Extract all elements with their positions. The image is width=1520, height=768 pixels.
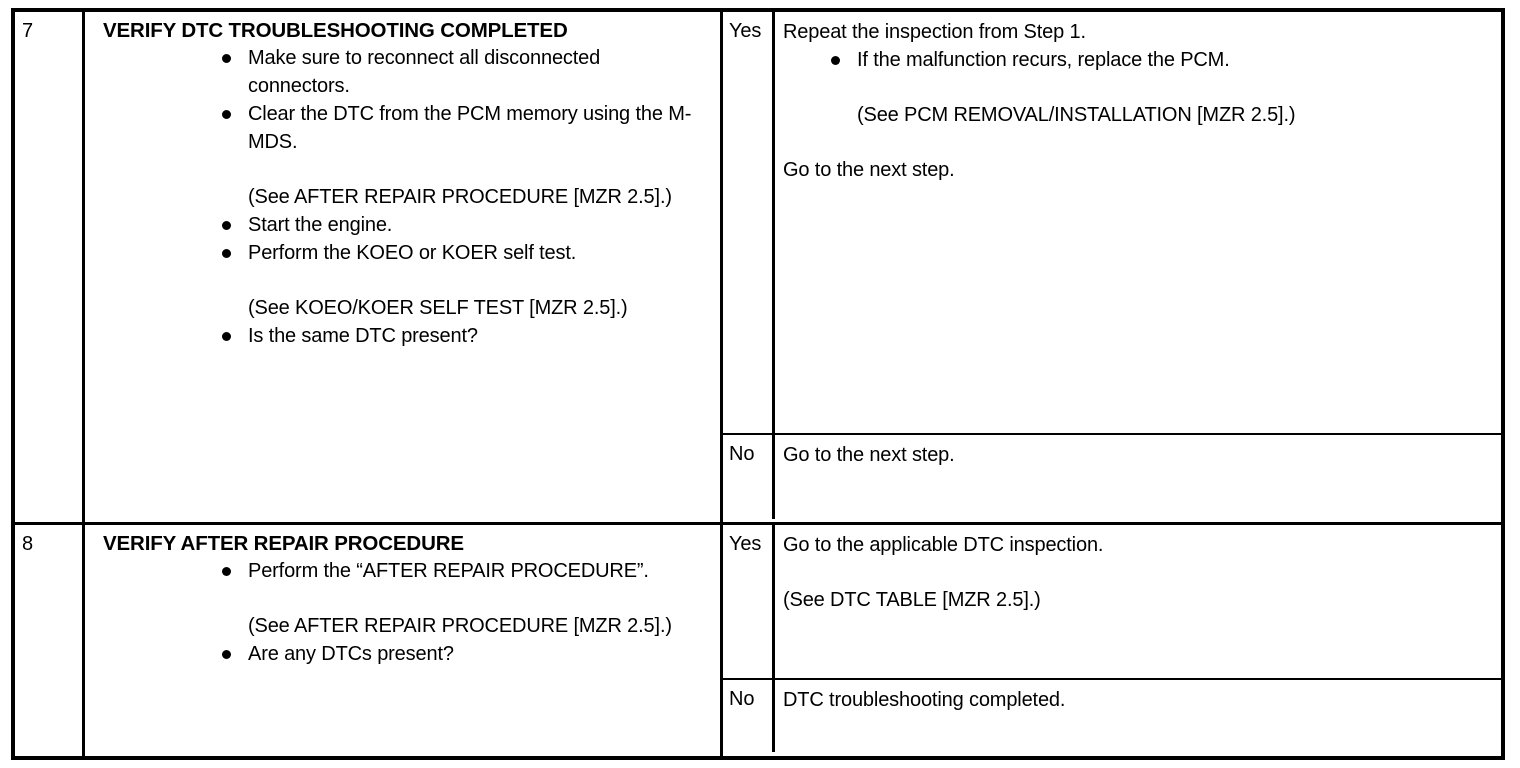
result-no-block: No Go to the next step. — [723, 435, 1501, 519]
reference-note: (See AFTER REPAIR PROCEDURE [MZR 2.5].) — [248, 615, 672, 637]
reference-note: (See DTC TABLE [MZR 2.5].) — [783, 589, 1041, 611]
answer-label-cell: No — [723, 680, 775, 752]
bullet-dot-icon — [222, 249, 231, 258]
step-number-cell: 8 — [15, 525, 85, 756]
answer-label-cell: Yes — [723, 12, 775, 433]
list-item-text: Are any DTCs present? — [248, 643, 454, 665]
bullet-dot-icon — [222, 221, 231, 230]
list-item: Make sure to reconnect all disconnected … — [91, 44, 706, 100]
bullet-dot-icon — [222, 110, 231, 119]
list-item-text: Clear the DTC from the PCM memory using … — [248, 103, 692, 153]
answer-label: No — [729, 443, 755, 465]
list-item: Start the engine. — [91, 211, 706, 239]
troubleshooting-table: 7 VERIFY DTC TROUBLESHOOTING COMPLETED M… — [11, 8, 1505, 760]
answer-label: Yes — [729, 533, 762, 555]
result-no-block: No DTC troubleshooting completed. — [723, 680, 1501, 752]
bullet-dot-icon — [222, 332, 231, 341]
step-number-cell: 7 — [15, 12, 85, 522]
results-cell: Yes Repeat the inspection from Step 1. I… — [723, 12, 1501, 522]
step-number: 7 — [22, 20, 34, 42]
list-item: If the malfunction recurs, replace the P… — [783, 46, 1491, 74]
table-row: 8 VERIFY AFTER REPAIR PROCEDURE Perform … — [15, 525, 1501, 756]
reference-note: (See PCM REMOVAL/INSTALLATION [MZR 2.5].… — [857, 104, 1296, 126]
answer-description-cell: Go to the next step. — [775, 435, 1501, 519]
step-number: 8 — [22, 533, 34, 555]
answer-text: Repeat the inspection from Step 1. — [783, 21, 1086, 43]
answer-description-cell: DTC troubleshooting completed. — [775, 680, 1501, 752]
bullet-dot-icon — [222, 650, 231, 659]
list-item-text: If the malfunction recurs, replace the P… — [857, 49, 1230, 71]
bullet-dot-icon — [222, 567, 231, 576]
list-item-text: Is the same DTC present? — [248, 325, 478, 347]
list-item: Is the same DTC present? — [91, 322, 706, 350]
bullet-dot-icon — [831, 56, 840, 65]
bullet-dot-icon — [222, 54, 231, 63]
action-cell: VERIFY DTC TROUBLESHOOTING COMPLETED Mak… — [85, 12, 723, 522]
action-cell: VERIFY AFTER REPAIR PROCEDURE Perform th… — [85, 525, 723, 756]
list-item-text: Start the engine. — [248, 214, 393, 236]
action-title: VERIFY AFTER REPAIR PROCEDURE — [103, 532, 464, 555]
reference-note: (See KOEO/KOER SELF TEST [MZR 2.5].) — [248, 297, 628, 319]
answer-text: Go to the next step. — [783, 444, 955, 466]
list-item: Perform the “AFTER REPAIR PROCEDURE”. — [91, 557, 706, 585]
answer-description-cell: Repeat the inspection from Step 1. If th… — [775, 12, 1501, 433]
list-item: Clear the DTC from the PCM memory using … — [91, 100, 706, 156]
result-yes-block: Yes Repeat the inspection from Step 1. I… — [723, 12, 1501, 435]
answer-description-cell: Go to the applicable DTC inspection. (Se… — [775, 525, 1501, 678]
answer-label: Yes — [729, 20, 762, 42]
answer-label-cell: No — [723, 435, 775, 519]
reference-note: (See AFTER REPAIR PROCEDURE [MZR 2.5].) — [248, 186, 672, 208]
answer-label: No — [729, 688, 755, 710]
action-title: VERIFY DTC TROUBLESHOOTING COMPLETED — [103, 19, 568, 42]
answer-text: Go to the next step. — [783, 159, 955, 181]
answer-label-cell: Yes — [723, 525, 775, 678]
result-yes-block: Yes Go to the applicable DTC inspection.… — [723, 525, 1501, 680]
list-item: Perform the KOEO or KOER self test. — [91, 239, 706, 267]
results-cell: Yes Go to the applicable DTC inspection.… — [723, 525, 1501, 756]
answer-text: DTC troubleshooting completed. — [783, 689, 1066, 711]
answer-text: Go to the applicable DTC inspection. — [783, 534, 1104, 556]
list-item-text: Make sure to reconnect all disconnected … — [248, 47, 601, 97]
list-item-text: Perform the “AFTER REPAIR PROCEDURE”. — [248, 560, 649, 582]
list-item-text: Perform the KOEO or KOER self test. — [248, 242, 577, 264]
table-row: 7 VERIFY DTC TROUBLESHOOTING COMPLETED M… — [15, 12, 1501, 525]
list-item: Are any DTCs present? — [91, 640, 706, 668]
